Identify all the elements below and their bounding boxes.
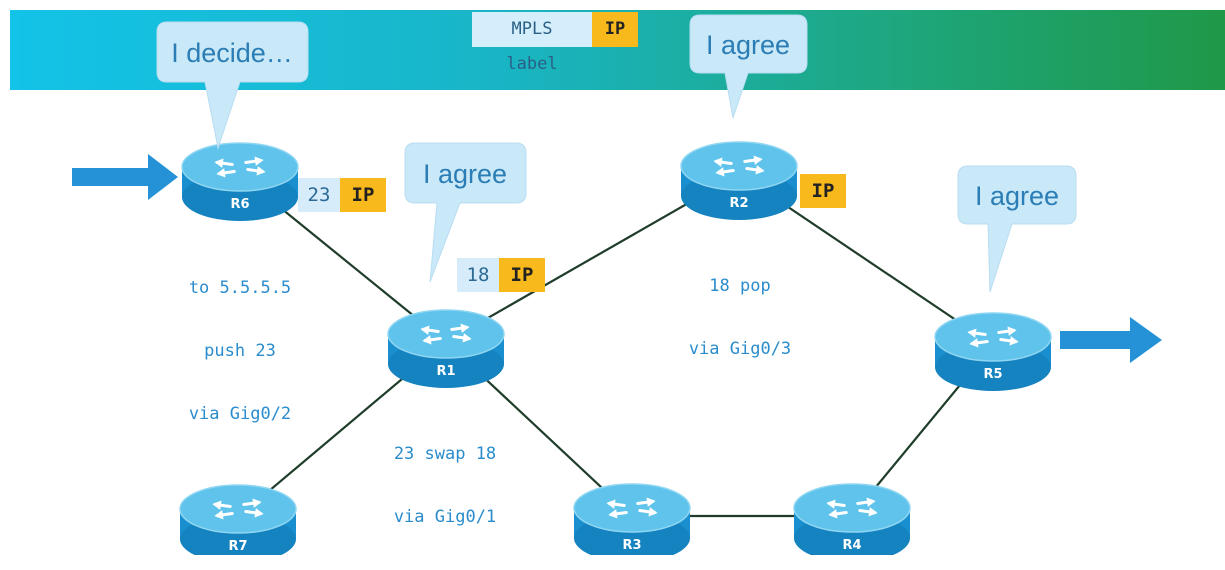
bubble-r2: I agree bbox=[689, 14, 808, 119]
router-r6-name: R6 bbox=[230, 197, 249, 212]
bubble-r5: I agree bbox=[957, 165, 1077, 293]
router-r7-name: R7 bbox=[228, 539, 247, 554]
route-table-r1-line2: via Gig0/1 bbox=[393, 507, 497, 527]
router-icon bbox=[420, 323, 472, 345]
arrows-layer bbox=[72, 154, 1162, 363]
route-table-r6: to 5.5.5.5 push 23 via Gig0/2 bbox=[160, 236, 320, 467]
packet-legend: MPLS label IP bbox=[472, 12, 638, 74]
router-r3: R3 bbox=[573, 483, 691, 555]
packet-r6-label: 23 bbox=[298, 178, 340, 212]
route-table-r6-line2: push 23 bbox=[204, 341, 276, 361]
route-table-r2-line1: 18 pop bbox=[709, 276, 771, 296]
router-icon bbox=[214, 156, 266, 178]
router-r2: R2 bbox=[680, 141, 798, 220]
packet-r1-label: 18 bbox=[457, 258, 499, 292]
legend-ip: IP bbox=[592, 12, 638, 47]
router-r2-name: R2 bbox=[729, 196, 748, 211]
legend-mpls-label: MPLS label bbox=[472, 12, 592, 74]
route-table-r6-line1: to 5.5.5.5 bbox=[188, 278, 292, 298]
bubble-r6: I decide… bbox=[156, 21, 309, 150]
router-r7: R7 bbox=[179, 484, 297, 555]
router-r4-name: R4 bbox=[842, 538, 861, 553]
router-r5: R5 bbox=[934, 312, 1052, 391]
router-icon bbox=[967, 326, 1019, 348]
router-icon bbox=[713, 155, 765, 177]
bubble-r6-text: I decide… bbox=[171, 38, 293, 68]
bubbles-layer: I decide… I agree I agree I agree bbox=[156, 14, 1077, 293]
route-table-r2-line2: via Gig0/3 bbox=[688, 339, 792, 359]
router-r1-name: R1 bbox=[436, 364, 455, 379]
egress-arrow-icon bbox=[1060, 317, 1162, 363]
router-r5-name: R5 bbox=[983, 367, 1002, 382]
links-layer bbox=[237, 173, 994, 518]
ingress-arrow-icon bbox=[72, 154, 178, 200]
router-icon bbox=[606, 497, 658, 519]
router-icon bbox=[826, 497, 878, 519]
bubble-r5-text: I agree bbox=[975, 181, 1059, 211]
bubble-r1: I agree bbox=[404, 142, 527, 283]
route-table-r1: 23 swap 18 via Gig0/1 bbox=[370, 402, 520, 570]
route-table-r1-line1: 23 swap 18 bbox=[393, 444, 497, 464]
packet-r6-ip: IP bbox=[340, 178, 386, 212]
router-r3-name: R3 bbox=[622, 538, 641, 553]
bubble-r2-text: I agree bbox=[706, 30, 790, 60]
packet-r2-ip: IP bbox=[800, 174, 846, 208]
bubble-r1-text: I agree bbox=[423, 159, 507, 189]
router-r1: R1 bbox=[387, 309, 505, 388]
router-r4: R4 bbox=[793, 483, 911, 555]
packet-r1: 18 IP bbox=[457, 258, 545, 292]
route-table-r6-line3: via Gig0/2 bbox=[188, 404, 292, 424]
packet-r1-ip: IP bbox=[499, 258, 545, 292]
packet-r2: IP bbox=[800, 174, 846, 208]
router-icon bbox=[212, 498, 264, 520]
packet-r6: 23 IP bbox=[298, 178, 386, 212]
route-table-r2: 18 pop via Gig0/3 bbox=[665, 234, 815, 402]
router-r6: R6 bbox=[181, 142, 299, 221]
